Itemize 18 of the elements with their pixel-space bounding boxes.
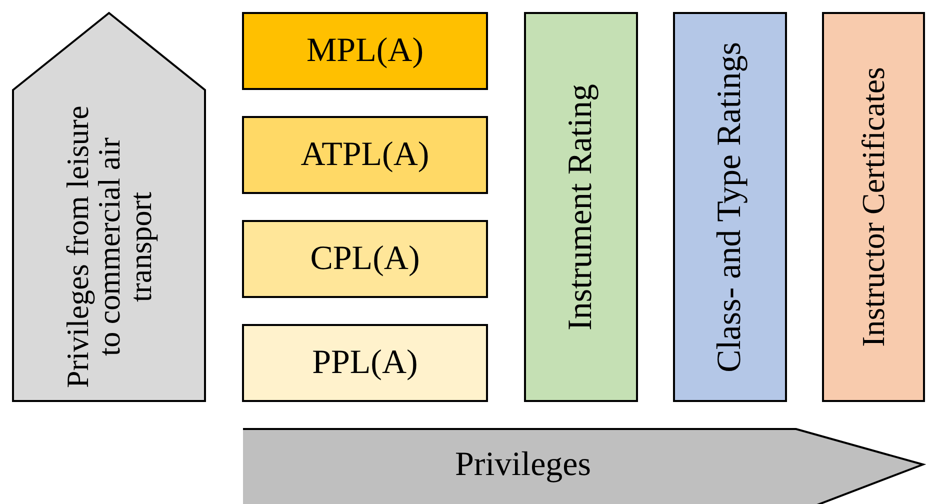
rating-box bbox=[673, 12, 787, 402]
shape-label: Instructor Certificates bbox=[857, 67, 890, 347]
right-arrow-shape bbox=[242, 428, 924, 503]
shape-label: MPL(A) bbox=[306, 34, 424, 68]
shape-label: CPL(A) bbox=[310, 242, 420, 276]
shape-label: Class- and Type Ratings bbox=[712, 42, 748, 372]
rating-box bbox=[524, 12, 638, 402]
license-box bbox=[242, 116, 488, 194]
license-box bbox=[242, 220, 488, 298]
shape-label: ATPL(A) bbox=[300, 138, 430, 172]
shape-label: PPL(A) bbox=[312, 346, 418, 380]
shape-label: Privileges from leisure to commercial air transport bbox=[62, 104, 156, 390]
shape-label: Privileges bbox=[455, 448, 591, 483]
certificate-box bbox=[822, 12, 925, 402]
license-box bbox=[242, 324, 488, 402]
shape-label: Instrument Rating bbox=[564, 84, 598, 330]
license-box bbox=[242, 12, 488, 90]
up-arrow-shape bbox=[12, 12, 206, 402]
